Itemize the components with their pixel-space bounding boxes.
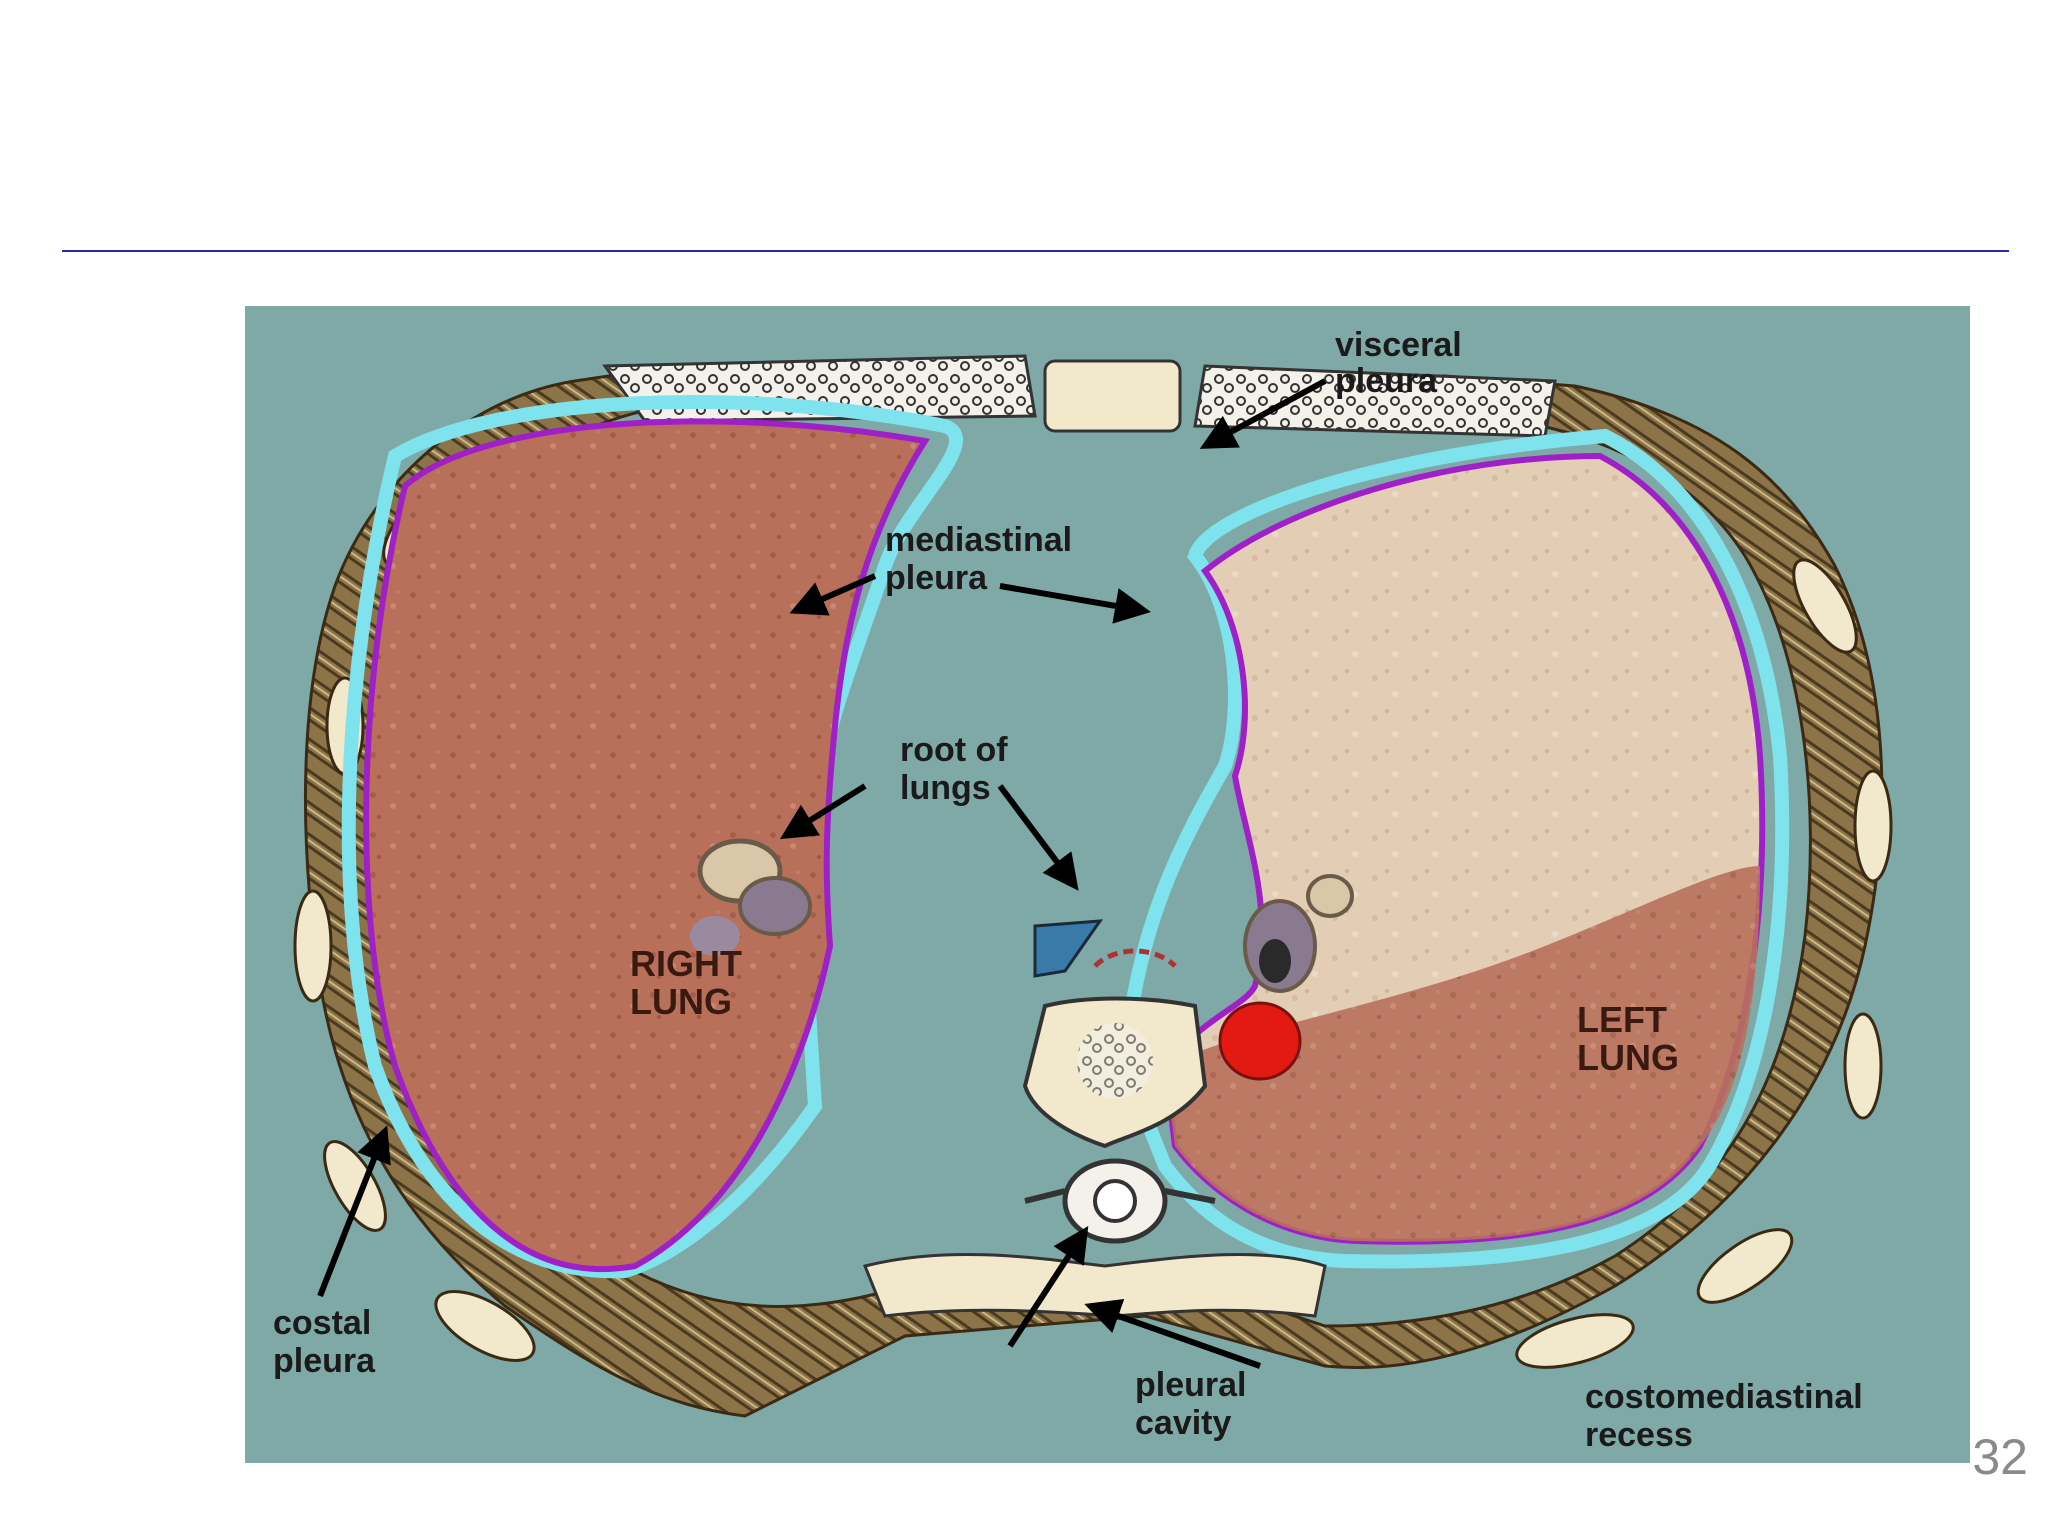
label-pleural-cavity-1: pleural: [1135, 1366, 1246, 1404]
label-right-lung-2: LUNG: [630, 981, 732, 1022]
label-mediastinal-pleura-1: mediastinal: [885, 521, 1072, 559]
label-left-lung-1: LEFT: [1577, 999, 1667, 1040]
label-mediastinal-pleura-2: pleura: [885, 559, 988, 597]
thorax-cross-section-svg: visceral pleura mediastinal pleura root …: [245, 306, 1970, 1463]
label-root-of-lungs-1: root of: [900, 731, 1008, 769]
label-root-of-lungs-2: lungs: [900, 769, 991, 807]
descending-aorta: [1218, 1001, 1302, 1081]
right-lung: [363, 418, 930, 1273]
label-right-lung-1: RIGHT: [630, 943, 742, 984]
label-arrows: [317, 378, 1327, 1369]
slide-page-number: 32: [1972, 1429, 2028, 1485]
label-visceral-pleura-1: visceral: [1335, 326, 1462, 364]
title-rule: [62, 250, 2009, 252]
left-parietal-pleura: [1117, 428, 1790, 1269]
label-pleural-cavity-2: cavity: [1135, 1404, 1231, 1442]
label-left-lung-2: LUNG: [1577, 1037, 1679, 1078]
thorax-cross-section-figure: visceral pleura mediastinal pleura root …: [245, 306, 1970, 1463]
left-lung-lower-lobe: [1165, 866, 1760, 1242]
sternum: [1043, 359, 1182, 433]
esophagus: [1093, 948, 1177, 968]
label-visceral-pleura-2: pleura: [1335, 362, 1438, 400]
label-costomediastinal-recess-2: recess: [1585, 1416, 1693, 1454]
vertebra: [1022, 996, 1216, 1244]
label-costomediastinal-recess-1: costomediastinal: [1585, 1378, 1863, 1416]
label-costal-pleura-2: pleura: [273, 1342, 376, 1380]
label-costal-pleura-1: costal: [273, 1304, 371, 1342]
azygos-vein: [1033, 919, 1104, 978]
right-lung-root: [690, 838, 812, 956]
left-lung-root: [1243, 874, 1354, 993]
